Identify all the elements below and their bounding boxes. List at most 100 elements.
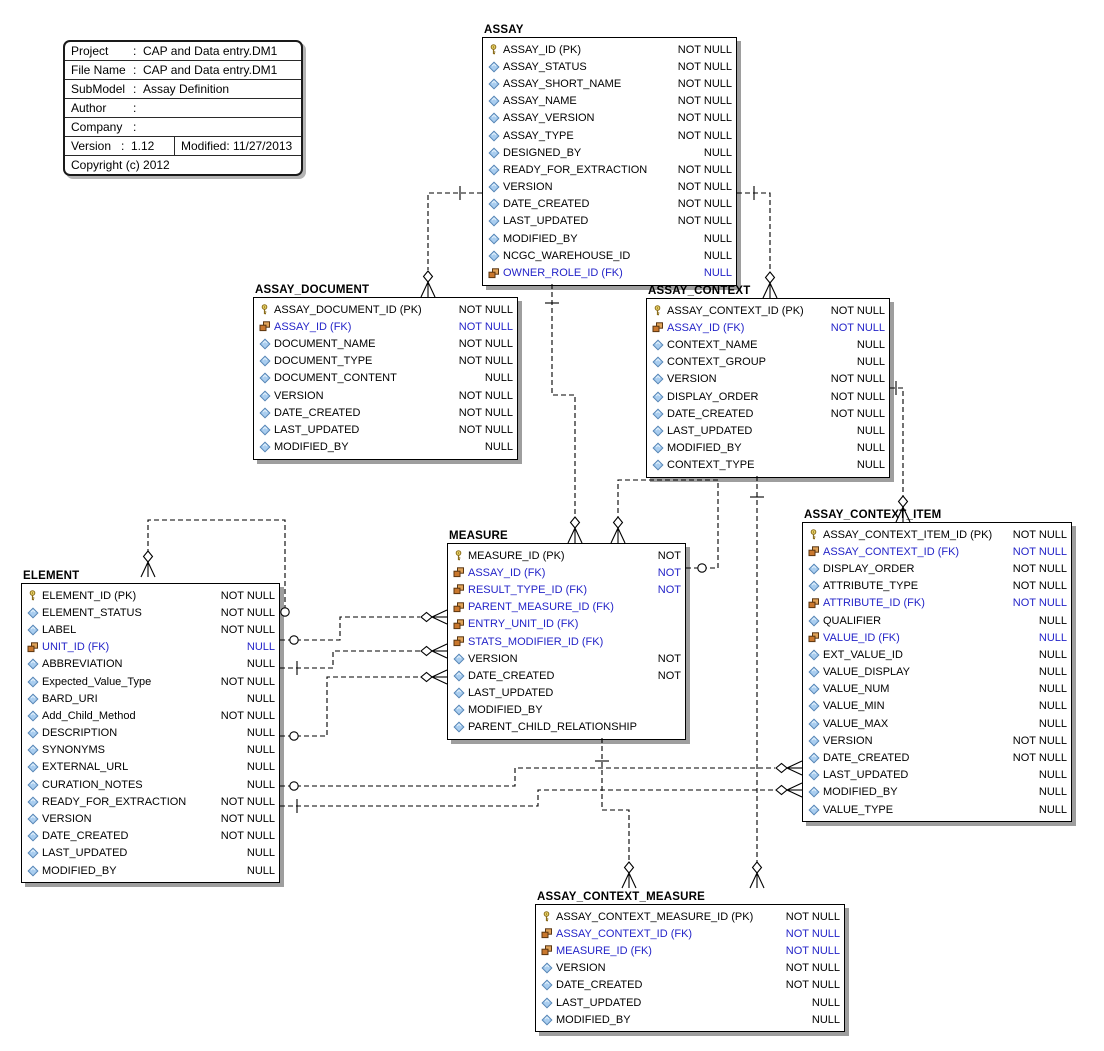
attribute-row[interactable]: ASSAY_ID (FK)NOT NULL [647,319,889,336]
attribute-row[interactable]: MODIFIED_BY [448,702,685,719]
relationship-assay-to-assay_context[interactable] [737,186,778,299]
attribute-row[interactable]: UNIT_ID (FK)NULL [22,639,279,656]
attribute-row[interactable]: ASSAY_ID (FK)NOT [448,564,685,581]
attribute-row[interactable]: ATTRIBUTE_ID (FK)NOT NULL [803,595,1071,612]
attribute-row[interactable]: ASSAY_DOCUMENT_ID (PK)NOT NULL [254,301,517,318]
relationship-assay_context-to-assay_context_item[interactable] [890,381,911,523]
relationship-assay-to-measure[interactable] [545,284,583,544]
relationship-element-to-measure[interactable] [280,643,448,675]
attribute-row[interactable]: LAST_UPDATED [448,685,685,702]
attribute-row[interactable]: MEASURE_ID (FK)NOT NULL [536,942,844,959]
attribute-row[interactable]: RESULT_TYPE_ID (FK)NOT [448,581,685,598]
attribute-row[interactable]: ASSAY_ID (FK)NOT NULL [254,318,517,335]
attribute-row[interactable]: ASSAY_ID (PK)NOT NULL [483,41,736,58]
attribute-row[interactable]: ASSAY_CONTEXT_ID (FK)NOT NULL [803,543,1071,560]
attribute-row[interactable]: ASSAY_CONTEXT_MEASURE_ID (PK)NOT NULL [536,908,844,925]
attribute-row[interactable]: STATS_MODIFIER_ID (FK) [448,633,685,650]
relationship-element-to-assay_context_item[interactable] [280,782,803,813]
attribute-row[interactable]: OWNER_ROLE_ID (FK)NULL [483,264,736,281]
relationship-measure-to-assay_context_measure[interactable] [595,738,637,889]
attribute-row[interactable]: ASSAY_CONTEXT_ID (PK)NOT NULL [647,302,889,319]
attribute-row[interactable]: PARENT_CHILD_RELATIONSHIP [448,719,685,736]
attribute-row[interactable]: PARENT_MEASURE_ID (FK) [448,599,685,616]
attribute-row[interactable]: ENTRY_UNIT_ID (FK) [448,616,685,633]
attribute-row[interactable]: MEASURE_ID (PK)NOT [448,547,685,564]
relationship-assay_context-to-assay_context_measure[interactable] [749,476,765,889]
attribute-row[interactable]: VALUE_ID (FK)NULL [803,629,1071,646]
relationship-assay-to-assay_document[interactable] [420,186,482,298]
relationship-element-to-measure[interactable] [280,609,448,645]
relationship-element-to-measure[interactable] [280,669,448,741]
attribute-row[interactable]: ASSAY_CONTEXT_ITEM_ID (PK)NOT NULL [803,526,1071,543]
relationship-element-to-assay_context_item[interactable] [280,760,803,791]
attribute-row[interactable]: ELEMENT_ID (PK)NOT NULL [22,587,279,604]
attribute-row[interactable]: ASSAY_CONTEXT_ID (FK)NOT NULL [536,925,844,942]
